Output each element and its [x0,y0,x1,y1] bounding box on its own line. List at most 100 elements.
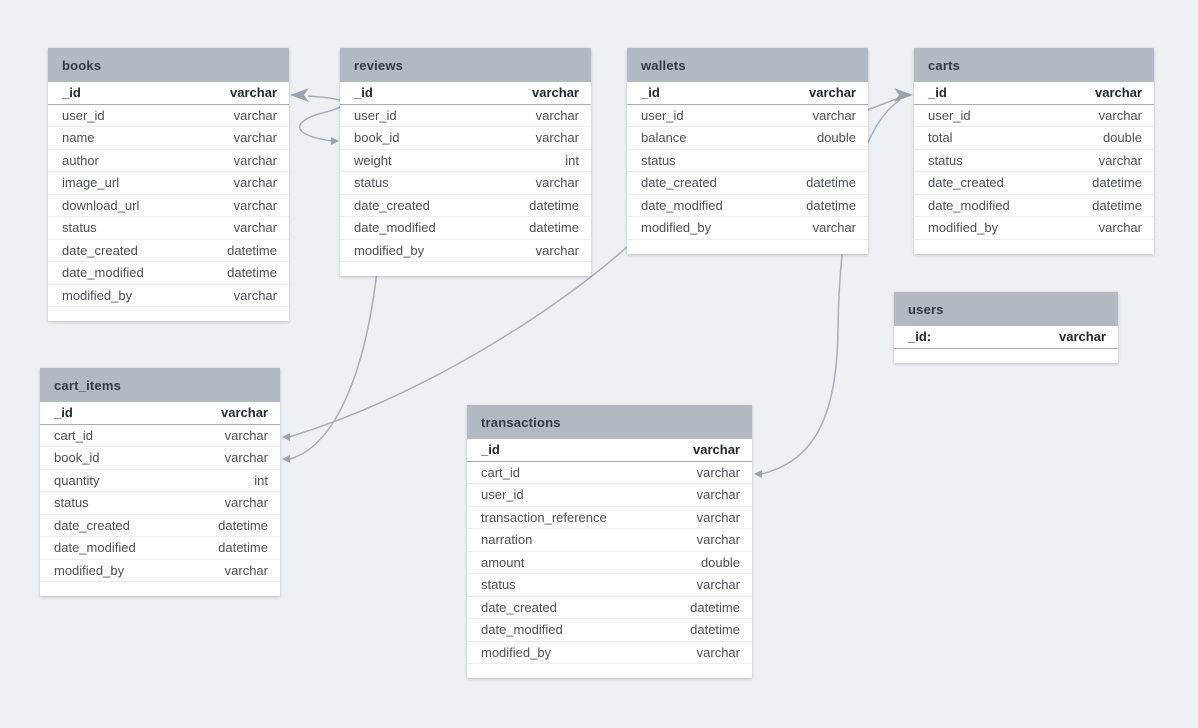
field-type: double [816,130,856,146]
table-header-books[interactable]: books [48,48,289,82]
table-header-users[interactable]: users [894,292,1118,326]
field-type: varchar [535,242,579,258]
field-row-carts-date_created[interactable]: date_created datetime [914,172,1154,195]
table-title: cart_items [54,377,122,393]
field-name: _id [62,85,81,101]
field-name: date_created [928,175,1004,191]
field-row-cart_items-date_created[interactable]: date_created datetime [40,514,280,537]
table-users[interactable]: users_id:varchar [894,292,1118,363]
field-row-users-_id[interactable]: _id:varchar [894,326,1118,349]
field-name: balance [641,130,687,146]
field-type: varchar [696,577,740,593]
field-type: varchar [233,220,277,236]
table-header-transactions[interactable]: transactions [467,405,752,439]
field-name: _id [481,442,500,458]
table-title: carts [928,57,961,73]
field-type: datetime [1092,175,1142,191]
field-name: user_id [928,107,971,123]
field-type: varchar [224,450,268,466]
field-row-wallets-balance[interactable]: balance double [627,127,868,150]
table-title: transactions [481,414,561,430]
field-type: varchar [1095,85,1142,101]
field-name: user_id [481,487,524,503]
field-type: varchar [696,532,740,548]
field-name: total [928,130,953,146]
table-header-carts[interactable]: carts [914,48,1154,82]
field-name: name [62,130,95,146]
field-type: varchar [224,562,268,578]
field-type: varchar [812,107,856,123]
field-row-wallets-status[interactable]: status [627,149,868,172]
table-header-cart_items[interactable]: cart_items [40,368,280,402]
field-type: datetime [529,220,579,236]
field-type: datetime [806,175,856,191]
relation-line-reviews-book_id[interactable] [299,95,346,142]
field-name: date_created [54,517,130,533]
field-name: date_modified [641,197,723,213]
table-footer-row [40,582,280,596]
field-name: date_modified [54,540,136,556]
table-header-reviews[interactable]: reviews [340,48,591,82]
table-title: books [62,57,102,73]
table-header-wallets[interactable]: wallets [627,48,868,82]
table-footer-row [627,239,868,254]
field-type: datetime [218,517,268,533]
field-name: date_created [354,197,430,213]
